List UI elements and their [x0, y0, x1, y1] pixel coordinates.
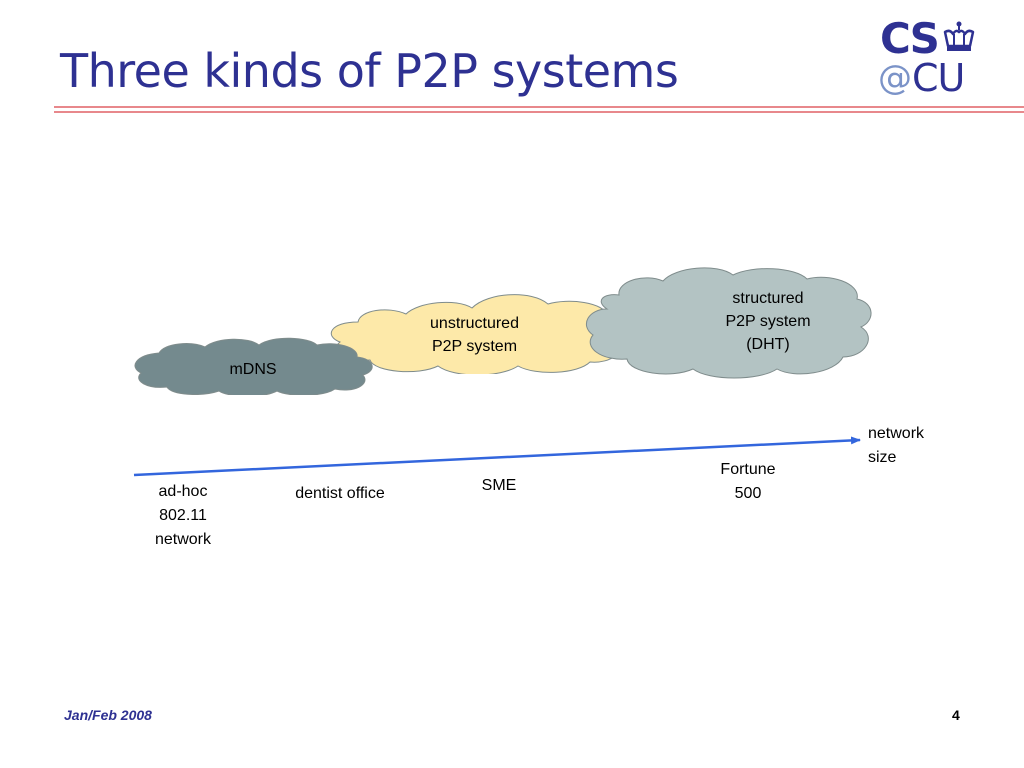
- cs-at-cu-logo: CS @ CU: [878, 14, 978, 100]
- title-rule-top: [54, 106, 1024, 108]
- cloud-mdns-label: mDNS: [229, 360, 277, 378]
- logo-cs-text: CS: [880, 14, 940, 63]
- cloud-structured-shape: [586, 267, 872, 379]
- scale-label-adhoc: ad-hoc 802.11 network: [154, 483, 212, 548]
- cloud-structured: structured P2P system (DHT): [583, 265, 873, 381]
- axis-arrow-line: [133, 436, 861, 477]
- cloud-unstructured-label: unstructured P2P system: [430, 315, 519, 355]
- scale-label-dentist: dentist office: [295, 485, 385, 502]
- cloud-unstructured: unstructured P2P system: [322, 292, 627, 374]
- title-rule-bottom: [54, 111, 1024, 113]
- slide-title: Three kinds of P2P systems: [60, 44, 679, 98]
- logo-at-text: @: [878, 58, 912, 98]
- cloud-mdns: mDNS: [131, 337, 375, 395]
- cloud-mdns-shape: [134, 337, 373, 395]
- crown-icon: [943, 21, 975, 51]
- scale-label-sme: SME: [481, 477, 517, 494]
- axis-end-label: network size: [868, 425, 925, 466]
- scale-label-fortune: Fortune 500: [720, 461, 776, 502]
- page-number: 4: [952, 707, 960, 723]
- footer-date: Jan/Feb 2008: [64, 707, 152, 723]
- logo-cu-text: CU: [912, 56, 965, 100]
- cloud-structured-label: structured P2P system (DHT): [725, 289, 811, 353]
